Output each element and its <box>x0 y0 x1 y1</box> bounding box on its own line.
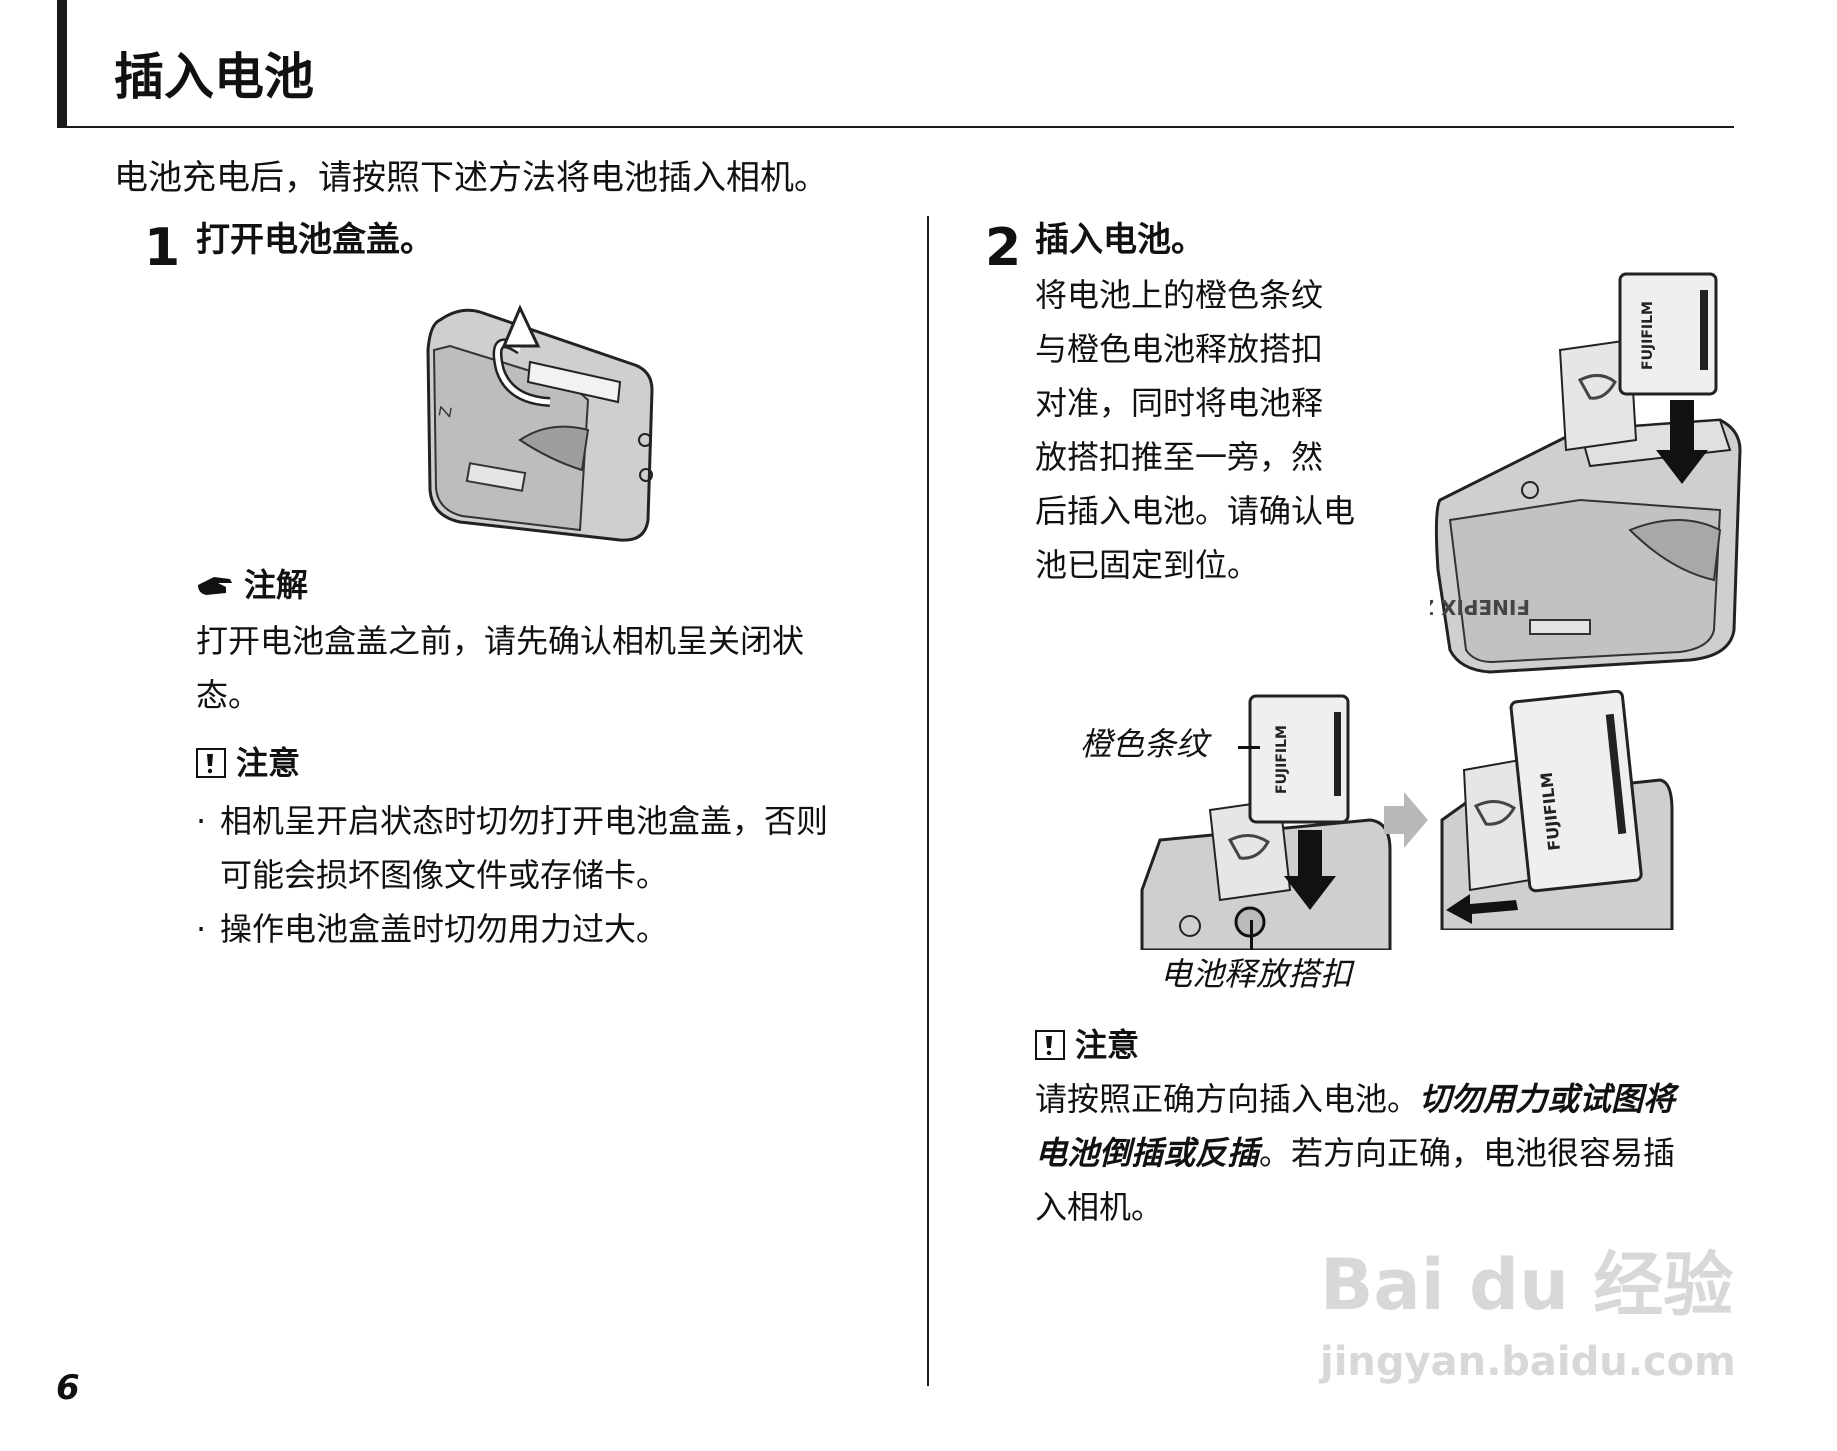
caption-leader-latch <box>1250 920 1253 950</box>
caution-text-normal: 。若方向正确，电池很容易插 <box>1259 1134 1676 1172</box>
note-hint-label: 注解 <box>244 566 309 604</box>
column-divider <box>927 216 929 1386</box>
caution-text-emphasis: 电池倒插或反插 <box>1035 1134 1260 1172</box>
step-2-line-4: 放搭扣推至一旁，然 <box>1035 438 1324 476</box>
caution-bullet-2-line1: 操作电池盒盖时切勿用力过大。 <box>220 910 669 948</box>
caption-battery-latch: 电池释放搭扣 <box>1160 955 1353 993</box>
caution-bullet: · 操作电池盒盖时切勿用力过大。 <box>196 902 916 956</box>
camera-open-lid-illustration: Z <box>426 304 654 542</box>
watermark-sub: jingyan.baidu.com <box>1320 1339 1736 1385</box>
step-2-instructions: 将电池上的橙色条纹 与橙色电池释放搭扣 对准，同时将电池释 放搭扣推至一旁，然 … <box>1035 268 1415 592</box>
title-bar-accent <box>57 0 67 128</box>
caution-text-step2-line3: 入相机。 <box>1035 1188 1164 1226</box>
caution-icon <box>196 748 226 779</box>
battery-alignment-illustration: FUJIFILM <box>1140 694 1392 950</box>
battery-brand-text: FUJIFILM <box>1274 725 1290 794</box>
caution-heading-step1: 注意 <box>196 744 300 782</box>
step-1-number: 1 <box>144 218 181 278</box>
note-hint-text-line2: 态。 <box>196 676 261 714</box>
step-2-line-6: 池已固定到位。 <box>1035 546 1260 584</box>
arrow-right-icon <box>1384 792 1428 848</box>
caution-label-step1: 注意 <box>236 744 301 782</box>
caution-label-step2: 注意 <box>1075 1026 1140 1064</box>
battery-brand-text: FUJIFILM <box>1640 301 1656 370</box>
note-hint-text-line1: 打开电池盒盖之前，请先确认相机呈关闭状 <box>196 622 805 660</box>
camera-letter: Z <box>435 405 456 419</box>
step-2-line-2: 与橙色电池释放搭扣 <box>1035 330 1324 368</box>
caption-orange-stripe: 橙色条纹 <box>1080 725 1209 763</box>
step-2-line-5: 后插入电池。请确认电 <box>1035 492 1356 530</box>
caution-bullet-1-line2: 可能会损坏图像文件或存储卡。 <box>220 856 669 894</box>
pointing-hand-icon <box>198 577 232 596</box>
step-1-title: 打开电池盒盖。 <box>196 220 434 260</box>
step-2-line-1: 将电池上的橙色条纹 <box>1035 276 1324 314</box>
caution-list-step1: · 相机呈开启状态时切勿打开电池盒盖，否则 可能会损坏图像文件或存储卡。 · 操… <box>196 794 916 956</box>
caption-leader-stripe <box>1238 746 1260 749</box>
intro-text: 电池充电后，请按照下述方法将电池插入相机。 <box>114 158 828 198</box>
caution-text-step2-line1: 请按照正确方向插入电池。切勿用力或试图将 <box>1035 1072 1755 1126</box>
title-rule <box>57 126 1734 128</box>
step-2-number: 2 <box>985 218 1022 278</box>
battery-insert-illustration: FINEPIX Z FUJIFILM <box>1430 272 1742 674</box>
caution-icon <box>1035 1030 1065 1061</box>
caution-text-emphasis: 切勿用力或试图将 <box>1419 1080 1676 1118</box>
step-2-line-3: 对准，同时将电池释 <box>1035 384 1324 422</box>
step-2-title: 插入电池。 <box>1035 220 1205 260</box>
camera-brand-text: FINEPIX Z <box>1430 595 1530 619</box>
watermark-main: Bai du 经验 <box>1320 1244 1734 1326</box>
battery-latch-illustration: FUJIFILM <box>1440 690 1674 930</box>
note-hint-heading: 注解 <box>196 566 308 604</box>
caution-heading-step2: 注意 <box>1035 1026 1139 1064</box>
caution-bullet: · 相机呈开启状态时切勿打开电池盒盖，否则 可能会损坏图像文件或存储卡。 <box>196 794 916 902</box>
caution-text-step2-line2: 电池倒插或反插。若方向正确，电池很容易插 <box>1035 1126 1755 1180</box>
caution-text-normal: 请按照正确方向插入电池。 <box>1035 1080 1420 1118</box>
caution-bullet-1-line1: 相机呈开启状态时切勿打开电池盒盖，否则 <box>220 802 829 840</box>
page-title: 插入电池 <box>114 48 314 106</box>
page-number: 6 <box>56 1368 80 1408</box>
